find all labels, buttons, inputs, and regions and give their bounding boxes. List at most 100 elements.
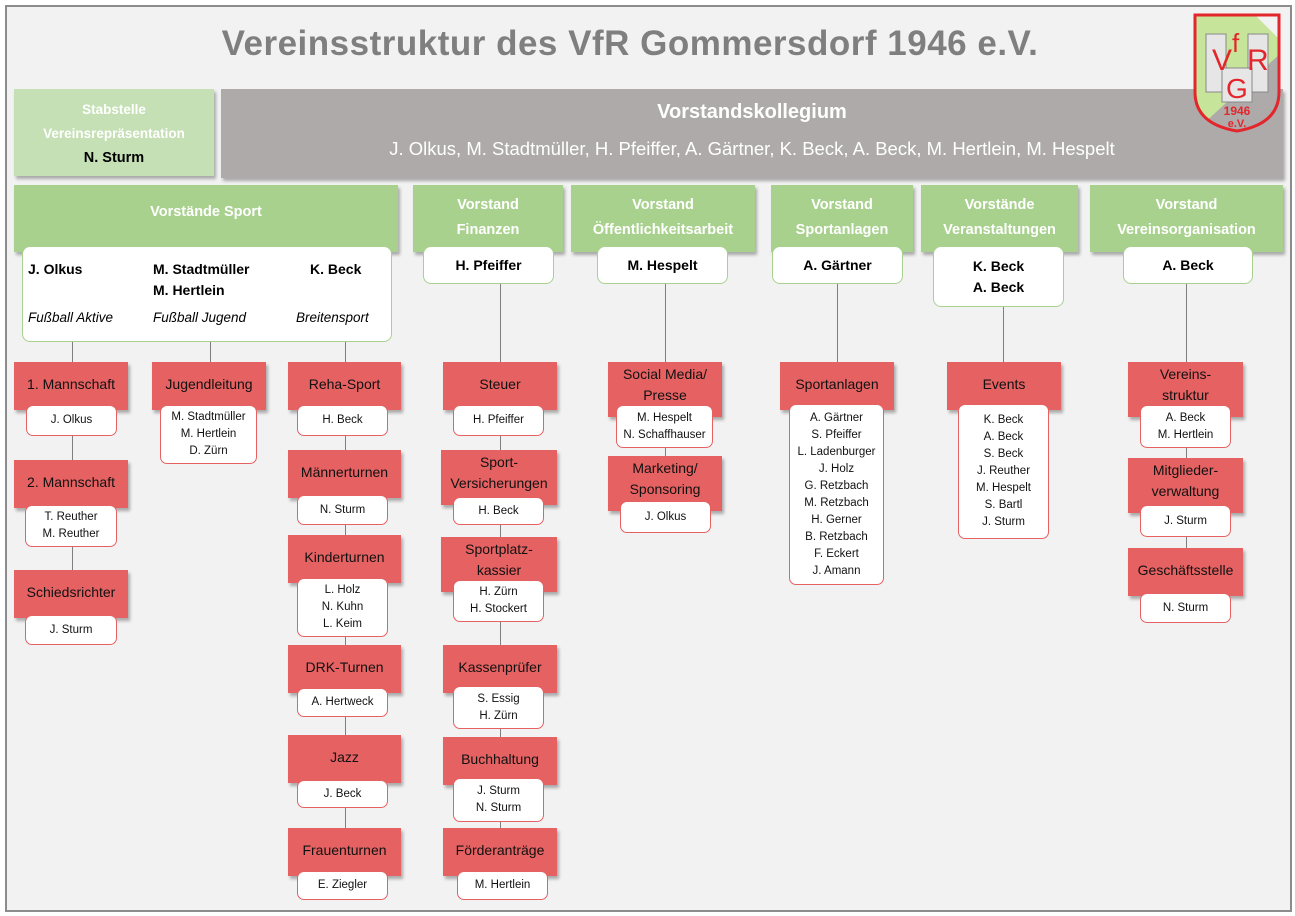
member-name: M. Hertlein xyxy=(474,879,531,891)
sport-area-label: Breitensport xyxy=(296,307,436,328)
member-name: M. Hespelt xyxy=(976,482,1031,494)
group-title: verwaltung xyxy=(1151,483,1220,499)
member-name: G. Retzbach xyxy=(804,479,869,492)
svg-text:V: V xyxy=(1212,44,1232,77)
member-name: M. Hertlein xyxy=(180,428,237,440)
member-name: N. Sturm xyxy=(319,503,366,516)
group-title: Vereins- xyxy=(1159,366,1212,382)
group-members-box: J. Beck xyxy=(297,780,388,808)
group-members-box: E. Ziegler xyxy=(297,871,388,900)
member-name: J. Sturm xyxy=(49,623,93,636)
member-name: N. Schaffhauser xyxy=(623,428,706,441)
member-name: H. Stockert xyxy=(470,603,527,615)
member-name: J. Reuther xyxy=(976,465,1031,477)
group-title: Social Media/ xyxy=(622,366,708,382)
group-title-box: Frauenturnen xyxy=(288,828,401,876)
member-name: J. Holz xyxy=(818,462,855,475)
member-name: F. Eckert xyxy=(814,547,859,560)
vorstandskollegium-box: Vorstandskollegium J. Olkus, M. Stadtmül… xyxy=(221,89,1283,178)
member-name: J. Amann xyxy=(812,564,861,577)
member-name: H. Zürn xyxy=(479,586,518,598)
member-name: H. Zürn xyxy=(479,709,518,722)
member-name: M. Hespelt xyxy=(637,411,692,424)
department-title: Finanzen xyxy=(456,222,520,238)
head-name: K. Beck xyxy=(310,261,362,277)
sport-head-column: J. Olkus xyxy=(28,259,158,280)
group-title-box: Jugendleitung xyxy=(152,362,266,410)
department-title: Sportanlagen xyxy=(795,222,889,238)
group-title: Events xyxy=(982,376,1026,392)
group-members-box: N. Sturm xyxy=(297,495,388,525)
group-title-box: Steuer xyxy=(443,362,557,410)
member-name: J. Beck xyxy=(323,787,362,800)
group-title: struktur xyxy=(1162,387,1209,403)
head-name: H. Pfeiffer xyxy=(455,256,522,273)
connector-line xyxy=(72,342,73,570)
head-name: J. Olkus xyxy=(28,261,83,277)
group-title: Schiedsrichter xyxy=(26,584,116,600)
logo-suffix: e.V. xyxy=(1228,118,1247,130)
member-name: A. Beck xyxy=(1165,411,1206,424)
stabstelle-box: Stabstelle Vereinsrepräsentation N. Stur… xyxy=(14,89,214,176)
head-name: A. Beck xyxy=(1162,256,1214,273)
group-members-box: J. Olkus xyxy=(620,501,711,533)
group-title: DRK-Turnen xyxy=(305,659,384,675)
group-title: 1. Mannschaft xyxy=(27,376,115,392)
group-title-box: Geschäftsstelle xyxy=(1128,548,1243,596)
group-members-box: M. Hespelt N. Schaffhauser xyxy=(616,405,713,448)
svg-text:R: R xyxy=(1247,44,1269,77)
member-name: H. Pfeiffer xyxy=(473,414,524,426)
department-title: Öffentlichkeitsarbeit xyxy=(592,222,734,238)
member-name: S. Beck xyxy=(983,448,1024,460)
page-title: Vereinsstruktur des VfR Gommersdorf 1946… xyxy=(221,24,1039,63)
member-name: S. Bartl xyxy=(984,499,1023,511)
department-title: Veranstaltungen xyxy=(943,222,1056,238)
group-members-box: H. Beck xyxy=(297,405,388,436)
member-name: D. Zürn xyxy=(189,445,228,457)
head-name: M. Hespelt xyxy=(627,256,698,273)
department-title: Vereinsorganisation xyxy=(1117,222,1256,238)
group-title: Kassenprüfer xyxy=(458,659,542,675)
member-name: L. Keim xyxy=(323,618,362,630)
member-name: A. Gärtner xyxy=(809,411,864,424)
department-title: Vorstand xyxy=(811,197,873,213)
member-name: H. Gerner xyxy=(811,513,862,526)
group-title: Frauenturnen xyxy=(302,842,387,858)
member-name: T. Reuther xyxy=(44,511,98,523)
head-name: K. Beck xyxy=(972,257,1025,274)
member-name: L. Ladenburger xyxy=(797,445,876,458)
group-title-box: 2. Mannschaft xyxy=(14,460,128,508)
group-title: Marketing/ xyxy=(632,460,698,476)
group-title: Jugendleitung xyxy=(165,376,253,392)
member-name: A. Beck xyxy=(983,431,1024,443)
connector-line xyxy=(1003,307,1004,362)
group-title: Förderanträge xyxy=(455,842,545,858)
group-members-box: M. Hertlein xyxy=(457,871,548,900)
group-members-box: A. Hertweck xyxy=(297,688,388,717)
group-title: Sportanlagen xyxy=(795,376,879,392)
svg-text:f: f xyxy=(1232,28,1240,58)
group-members-box: J. Sturm xyxy=(25,615,117,645)
sport-area-label: Fußball Jugend xyxy=(153,307,293,328)
group-title-box: 1. Mannschaft xyxy=(14,362,128,410)
area-label: Fußball Jugend xyxy=(153,310,247,325)
group-title: Sport- xyxy=(479,454,519,470)
department-title: Vorstand xyxy=(457,197,519,213)
member-name: N. Kuhn xyxy=(321,601,364,613)
member-name: M. Reuther xyxy=(42,528,100,540)
member-name: H. Beck xyxy=(322,414,363,426)
group-title-box: Mitglieder-verwaltung xyxy=(1128,458,1243,513)
group-members-box: J. Sturm xyxy=(1140,505,1231,537)
stabstelle-title: Stabstelle xyxy=(82,102,146,117)
stabstelle-title: Vereinsrepräsentation xyxy=(43,126,185,141)
head-name: M. Hertlein xyxy=(153,282,225,298)
group-members-box: T. Reuther M. Reuther xyxy=(25,505,117,547)
